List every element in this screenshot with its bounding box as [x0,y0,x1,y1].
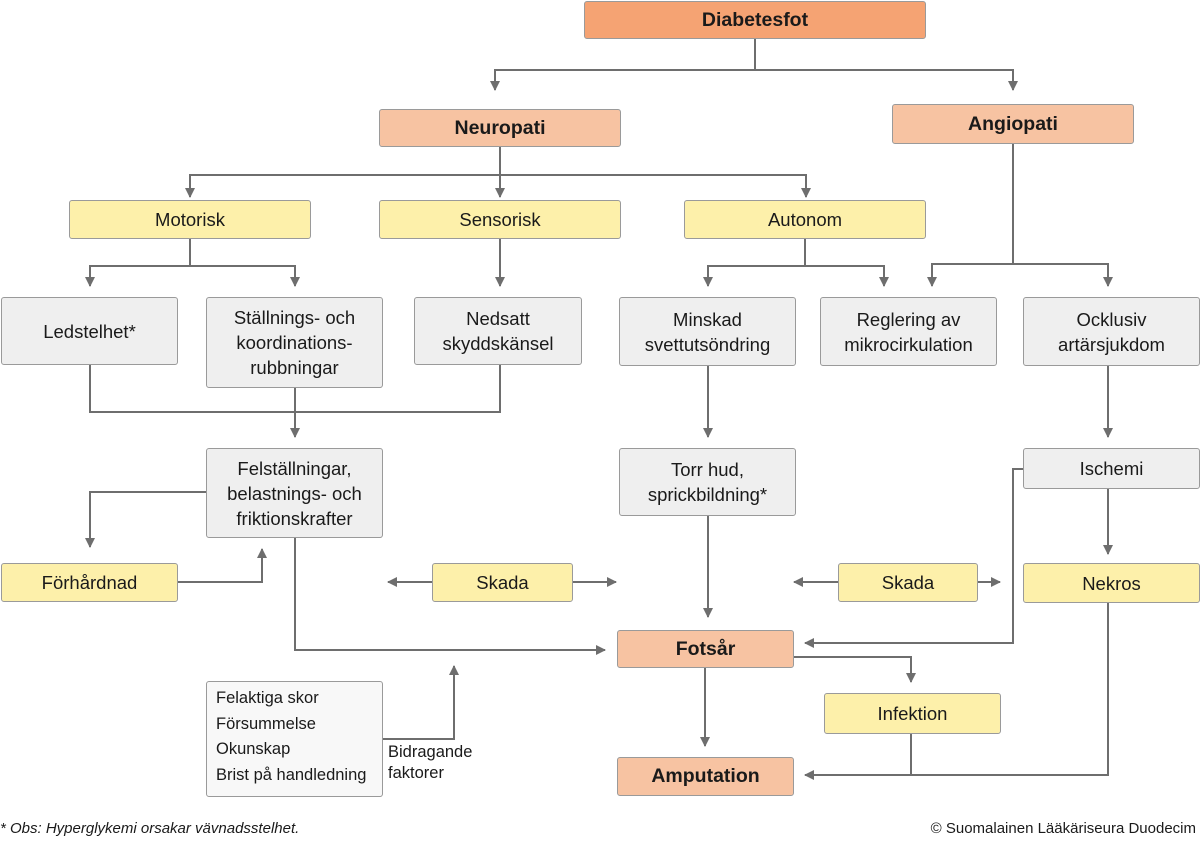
node-ischemi: Ischemi [1023,448,1200,489]
node-ocklusiv: Ocklusiv artärsjukdom [1023,297,1200,366]
footnote: * Obs: Hyperglykemi orsakar vävnadsstelh… [0,820,300,837]
node-felstallningar: Felställningar, belastnings- och friktio… [206,448,383,538]
node-nekros: Nekros [1023,563,1200,603]
contributing-item: Försummelse [216,714,316,733]
node-angiopati: Angiopati [892,104,1134,144]
node-motorisk: Motorisk [69,200,311,239]
node-ledstelhet: Ledstelhet* [1,297,178,365]
node-sensorisk: Sensorisk [379,200,621,239]
node-amputation: Amputation [617,757,794,796]
contributing-label: Bidragande faktorer [388,743,473,782]
node-skada-left: Skada [432,563,573,602]
contributing-item: Felaktiga skor [216,689,319,707]
node-diabetesfot: Diabetesfot [584,1,926,39]
node-autonom: Autonom [684,200,926,239]
copyright: © Suomalainen Lääkäriseura Duodecim [930,820,1196,837]
node-infektion: Infektion [824,693,1001,734]
node-skada-right: Skada [838,563,978,602]
contributing-item: Brist på handledning [216,765,367,784]
node-reglering: Reglering av mikrocirkulation [820,297,997,366]
node-minskad: Minskad svettutsöndring [619,297,796,366]
contributing-item: Okunskap [216,740,291,758]
node-nedsatt: Nedsatt skyddskänsel [414,297,582,365]
node-stallning: Ställnings- och koordinations-rubbningar [206,297,383,388]
node-fotsar: Fotsår [617,630,794,668]
node-torr-hud: Torr hud, sprickbildning* [619,448,796,516]
node-forhardnad: Förhårdnad [1,563,178,602]
contributing-factors-list: Felaktiga skor Försummelse Okunskap Bris… [206,681,383,797]
node-neuropati: Neuropati [379,109,621,147]
